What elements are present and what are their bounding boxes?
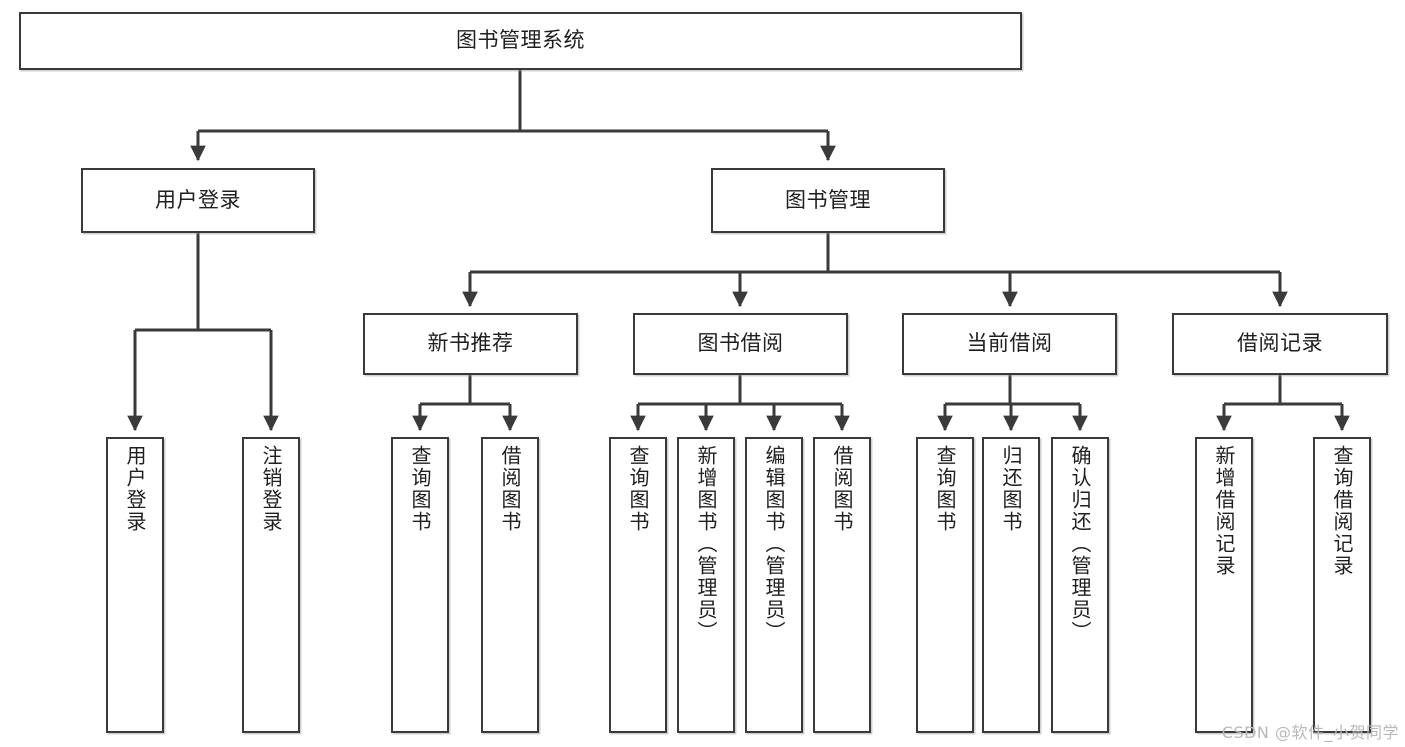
leaf-new-book-query-label: 查询图书 <box>408 445 432 533</box>
node-current-borrow[interactable]: 当前借阅 <box>902 313 1117 375</box>
leaf-borrow-add-book-label: 新增图书（管理员） <box>694 445 718 643</box>
leaf-new-book-borrow[interactable]: 借阅图书 <box>481 437 539 733</box>
node-root[interactable]: 图书管理系统 <box>19 12 1022 70</box>
node-borrow-record-label: 借阅记录 <box>1237 331 1323 356</box>
node-book-borrow-label: 图书借阅 <box>697 331 784 356</box>
leaf-current-return-book-label: 归还图书 <box>999 445 1023 533</box>
leaf-borrow-add-book[interactable]: 新增图书（管理员） <box>677 437 735 733</box>
leaf-user-login-signin-label: 用户登录 <box>123 445 147 533</box>
leaf-record-add-label: 新增借阅记录 <box>1212 445 1236 577</box>
leaf-record-query[interactable]: 查询借阅记录 <box>1313 437 1371 733</box>
leaf-new-book-borrow-label: 借阅图书 <box>498 445 522 533</box>
node-current-borrow-label: 当前借阅 <box>966 331 1053 356</box>
leaf-borrow-edit-book[interactable]: 编辑图书（管理员） <box>745 437 803 733</box>
leaf-current-query-book[interactable]: 查询图书 <box>916 437 974 733</box>
node-borrow-record[interactable]: 借阅记录 <box>1172 313 1388 375</box>
leaf-current-confirm-return-label: 确认归还（管理员） <box>1068 445 1092 643</box>
leaf-borrow-borrow-book[interactable]: 借阅图书 <box>813 437 871 733</box>
leaf-user-login-signout[interactable]: 注销登录 <box>242 437 300 733</box>
node-new-book-recommend[interactable]: 新书推荐 <box>363 313 578 375</box>
leaf-borrow-query-book[interactable]: 查询图书 <box>609 437 667 733</box>
leaf-borrow-borrow-book-label: 借阅图书 <box>830 445 854 533</box>
node-book-management-label: 图书管理 <box>785 187 871 212</box>
leaf-current-query-book-label: 查询图书 <box>933 445 957 533</box>
leaf-user-login-signout-label: 注销登录 <box>259 445 283 533</box>
leaf-borrow-query-book-label: 查询图书 <box>626 445 650 533</box>
leaf-user-login-signin[interactable]: 用户登录 <box>106 437 164 733</box>
node-new-book-recommend-label: 新书推荐 <box>427 331 514 356</box>
node-book-borrow[interactable]: 图书借阅 <box>633 313 848 375</box>
node-user-login[interactable]: 用户登录 <box>81 168 315 233</box>
leaf-new-book-query[interactable]: 查询图书 <box>391 437 449 733</box>
node-book-management[interactable]: 图书管理 <box>711 168 945 233</box>
leaf-record-query-label: 查询借阅记录 <box>1330 445 1354 577</box>
node-user-login-label: 用户登录 <box>155 187 241 212</box>
leaf-borrow-edit-book-label: 编辑图书（管理员） <box>762 445 786 643</box>
leaf-current-return-book[interactable]: 归还图书 <box>982 437 1040 733</box>
leaf-current-confirm-return[interactable]: 确认归还（管理员） <box>1051 437 1109 733</box>
leaf-record-add[interactable]: 新增借阅记录 <box>1195 437 1253 733</box>
node-root-label: 图书管理系统 <box>456 28 585 53</box>
